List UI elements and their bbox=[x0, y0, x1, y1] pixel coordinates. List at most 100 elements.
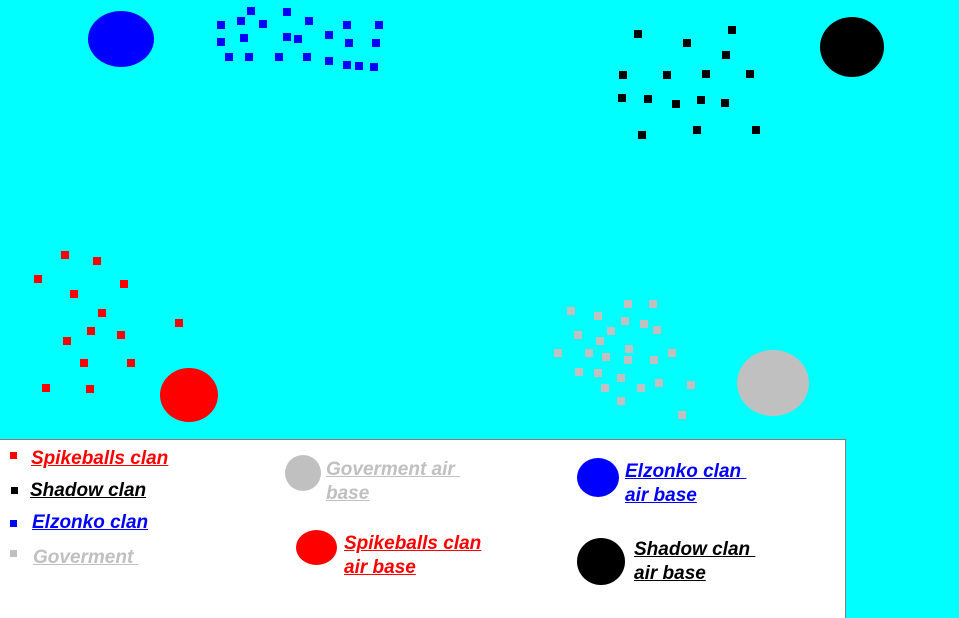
shadow-unit bbox=[722, 51, 730, 59]
spikeballs-base-icon bbox=[296, 530, 337, 565]
shadow-unit bbox=[638, 131, 646, 139]
elzonko-unit bbox=[294, 35, 302, 43]
elzonko-unit bbox=[247, 7, 255, 15]
goverment-unit bbox=[594, 369, 602, 377]
spikeballs-unit bbox=[87, 327, 95, 335]
elzonko-unit bbox=[240, 34, 248, 42]
goverment-unit bbox=[687, 381, 695, 389]
elzonko-unit bbox=[305, 17, 313, 25]
elzonko-unit bbox=[283, 8, 291, 16]
legend-elzonko-air-base: Elzonko clan air base bbox=[625, 461, 742, 506]
spikeballs-unit bbox=[93, 257, 101, 265]
goverment-unit bbox=[655, 379, 663, 387]
goverment-unit bbox=[567, 307, 575, 315]
shadow-unit bbox=[746, 70, 754, 78]
elzonko-unit bbox=[217, 38, 225, 46]
goverment-unit bbox=[621, 317, 629, 325]
shadow-unit bbox=[693, 126, 701, 134]
elzonko-unit bbox=[343, 21, 351, 29]
goverment-unit bbox=[594, 312, 602, 320]
elzonko-unit bbox=[343, 61, 351, 69]
goverment-unit bbox=[607, 327, 615, 335]
goverment-base-icon bbox=[285, 455, 321, 491]
spikeballs-unit bbox=[120, 280, 128, 288]
legend-goverment-air-base: Goverment air base bbox=[326, 459, 455, 504]
elzonko-base-circle bbox=[88, 11, 154, 67]
goverment-unit bbox=[637, 384, 645, 392]
spikeballs-unit bbox=[98, 309, 106, 317]
legend-panel: Spikeballs clan Shadow clan Elzonko clan… bbox=[0, 439, 846, 618]
elzonko-unit bbox=[245, 53, 253, 61]
goverment-unit bbox=[625, 345, 633, 353]
spikeballs-unit bbox=[86, 385, 94, 393]
legend-shadow-clan: Shadow clan bbox=[30, 480, 147, 501]
goverment-unit bbox=[653, 326, 661, 334]
elzonko-unit bbox=[225, 53, 233, 61]
shadow-unit bbox=[663, 71, 671, 79]
shadow-unit bbox=[683, 39, 691, 47]
spikeballs-unit bbox=[61, 251, 69, 259]
shadow-unit bbox=[619, 71, 627, 79]
legend-goverment: Goverment bbox=[33, 547, 139, 568]
elzonko-unit bbox=[375, 21, 383, 29]
elzonko-unit bbox=[345, 39, 353, 47]
elzonko-unit bbox=[325, 57, 333, 65]
goverment-unit bbox=[650, 356, 658, 364]
air-base-layer bbox=[88, 11, 884, 422]
goverment-unit bbox=[602, 353, 610, 361]
shadow-unit bbox=[702, 70, 710, 78]
elzonko-unit bbox=[372, 39, 380, 47]
goverment-unit bbox=[617, 397, 625, 405]
shadow-unit bbox=[728, 26, 736, 34]
spikeballs-unit bbox=[34, 275, 42, 283]
goverment-unit bbox=[596, 337, 604, 345]
spikeballs-base-circle bbox=[160, 368, 218, 422]
elzonko-unit bbox=[325, 31, 333, 39]
elzonko-unit bbox=[259, 20, 267, 28]
spikeballs-unit-icon bbox=[10, 452, 17, 459]
spikeballs-unit bbox=[80, 359, 88, 367]
goverment-unit bbox=[617, 374, 625, 382]
spikeballs-unit bbox=[127, 359, 135, 367]
goverment-unit bbox=[574, 331, 582, 339]
goverment-unit bbox=[678, 411, 686, 419]
legend-spikeballs-air-base: Spikeballs clan air base bbox=[344, 533, 482, 578]
elzonko-unit bbox=[303, 53, 311, 61]
legend-elzonko-clan: Elzonko clan bbox=[32, 512, 149, 533]
shadow-unit bbox=[634, 30, 642, 38]
legend-spikeballs-clan: Spikeballs clan bbox=[31, 448, 169, 469]
shadow-unit bbox=[672, 100, 680, 108]
shadow-unit bbox=[697, 96, 705, 104]
goverment-unit bbox=[575, 368, 583, 376]
shadow-base-circle bbox=[820, 17, 884, 77]
goverment-unit bbox=[601, 384, 609, 392]
goverment-unit bbox=[640, 320, 648, 328]
unit-layer bbox=[34, 7, 760, 419]
spikeballs-unit bbox=[117, 331, 125, 339]
goverment-unit bbox=[554, 349, 562, 357]
goverment-unit bbox=[668, 349, 676, 357]
spikeballs-unit bbox=[63, 337, 71, 345]
shadow-unit bbox=[721, 99, 729, 107]
elzonko-unit bbox=[355, 62, 363, 70]
elzonko-unit bbox=[237, 17, 245, 25]
shadow-base-icon bbox=[577, 538, 625, 585]
goverment-unit bbox=[585, 349, 593, 357]
elzonko-unit-icon bbox=[10, 520, 17, 527]
elzonko-base-icon bbox=[577, 458, 619, 497]
spikeballs-unit bbox=[42, 384, 50, 392]
goverment-unit bbox=[624, 300, 632, 308]
elzonko-unit bbox=[217, 21, 225, 29]
shadow-unit-icon bbox=[11, 487, 18, 494]
shadow-unit bbox=[752, 126, 760, 134]
elzonko-unit bbox=[283, 33, 291, 41]
goverment-base-circle bbox=[737, 350, 809, 416]
spikeballs-unit bbox=[70, 290, 78, 298]
shadow-unit bbox=[644, 95, 652, 103]
shadow-unit bbox=[618, 94, 626, 102]
elzonko-unit bbox=[275, 53, 283, 61]
goverment-unit-icon bbox=[10, 550, 17, 557]
goverment-unit bbox=[649, 300, 657, 308]
elzonko-unit bbox=[370, 63, 378, 71]
